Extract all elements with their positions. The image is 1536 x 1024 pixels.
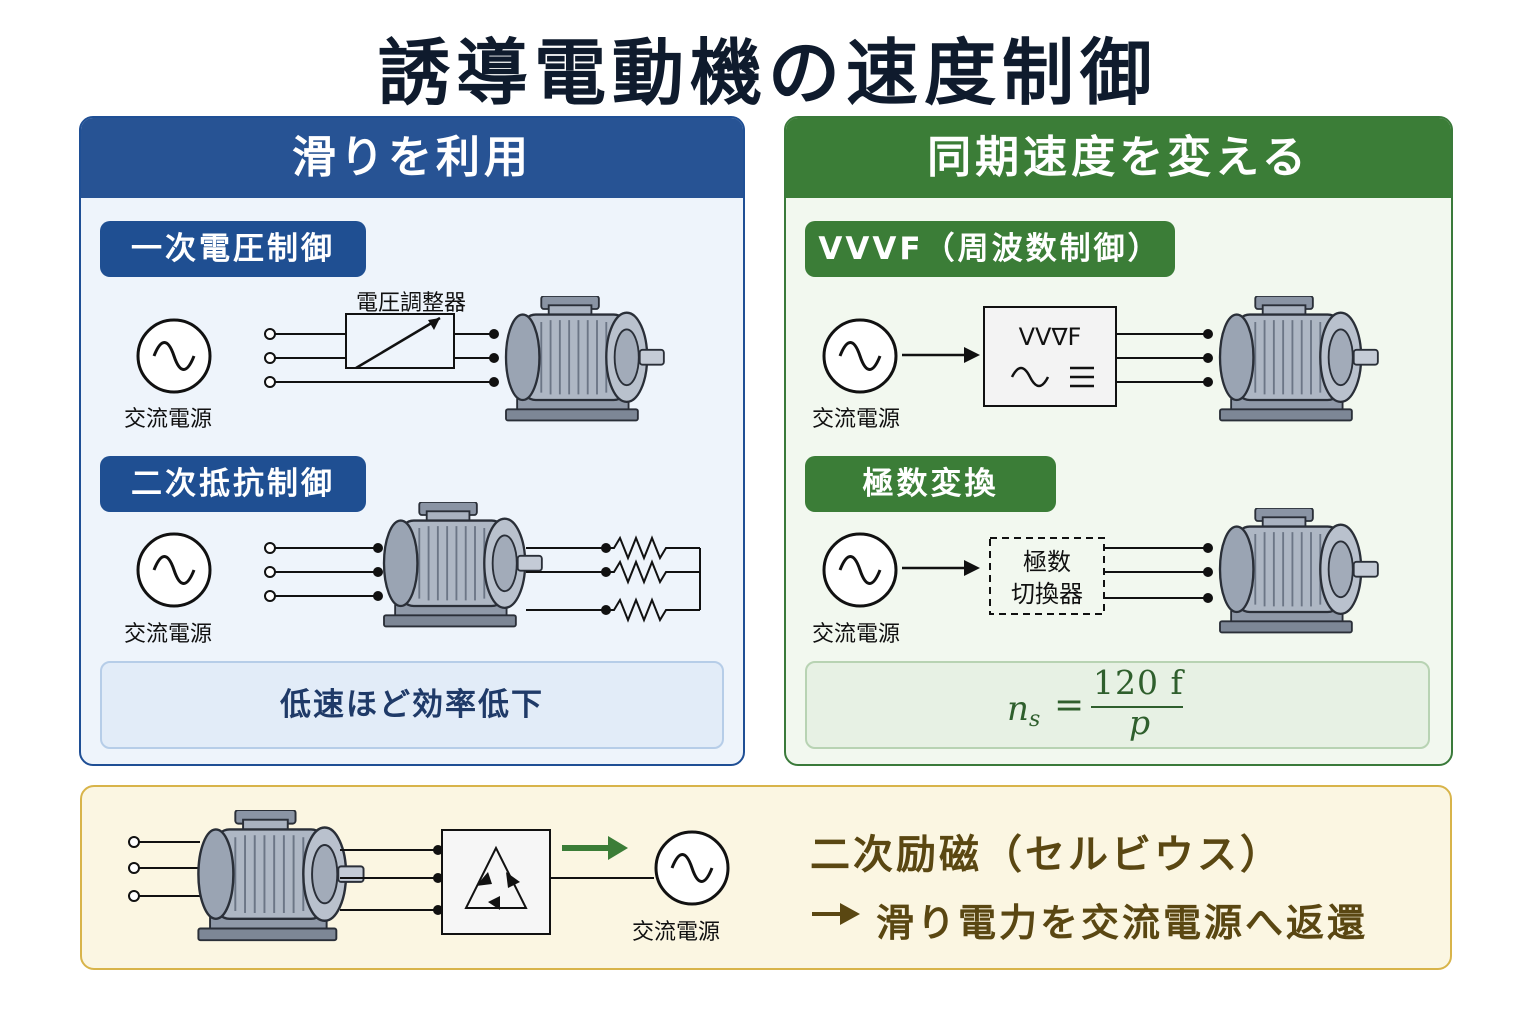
arrow-icon	[840, 903, 860, 925]
efficiency-note: 低速ほど効率低下	[100, 661, 724, 749]
motor-icon	[382, 502, 544, 628]
motor-icon	[504, 296, 666, 422]
sync-speed-panel-header: 同期速度を変える	[786, 118, 1451, 198]
svg-text:VV∇F: VV∇F	[1019, 323, 1082, 351]
ac-source-icon	[136, 532, 212, 608]
sync-speed-formula: n s = 120 f p	[805, 661, 1430, 749]
formula-lhs-subscript: s	[1029, 707, 1041, 732]
ac-source-icon	[136, 318, 212, 394]
motor-icon	[1218, 296, 1380, 422]
ac-source-icon	[822, 318, 898, 394]
svg-text:極数: 極数	[1023, 548, 1071, 576]
motor-icon	[1218, 508, 1380, 634]
formula-numerator: 120 f	[1093, 663, 1184, 702]
ac-source-label: 交流電源	[812, 622, 901, 647]
voltage-regulator-label: 電圧調整器	[356, 291, 467, 316]
page-title: 誘導電動機の速度制御	[377, 31, 1158, 115]
return-arrow-icon	[608, 836, 628, 860]
ac-source-label: 交流電源	[124, 622, 213, 647]
secondary-excitation-title: 二次励磁（セルビウス）	[810, 832, 1283, 878]
arrow-icon	[964, 560, 980, 576]
rectifier-box	[441, 829, 551, 935]
ac-source-icon	[654, 830, 730, 906]
formula-denominator: p	[1129, 703, 1151, 742]
pole-change-tag: 極数変換	[805, 456, 1056, 512]
motor-icon	[197, 810, 365, 942]
pole-switch-box	[989, 537, 1105, 615]
ac-source-label: 交流電源	[124, 407, 213, 432]
vvvf-tag: VVVF（周波数制御）	[805, 221, 1175, 277]
formula-lhs: n	[1007, 689, 1029, 729]
secondary-resistance-control-tag: 二次抵抗制御	[100, 456, 366, 512]
slip-power-description: 滑り電力を交流電源へ返還	[876, 901, 1369, 945]
arrow-icon	[964, 347, 980, 363]
vvvf-inverter-box	[983, 306, 1117, 407]
secondary-resistors	[526, 535, 701, 623]
ac-source-label: 交流電源	[632, 920, 721, 945]
ac-source-label: 交流電源	[812, 407, 901, 432]
formula-equals: =	[1054, 685, 1085, 726]
formula-fraction-bar	[1091, 706, 1183, 708]
ac-source-icon	[822, 532, 898, 608]
svg-text:切換器: 切換器	[1011, 580, 1083, 608]
primary-voltage-control-tag: 一次電圧制御	[100, 221, 366, 277]
slip-panel-header: 滑りを利用	[81, 118, 743, 198]
